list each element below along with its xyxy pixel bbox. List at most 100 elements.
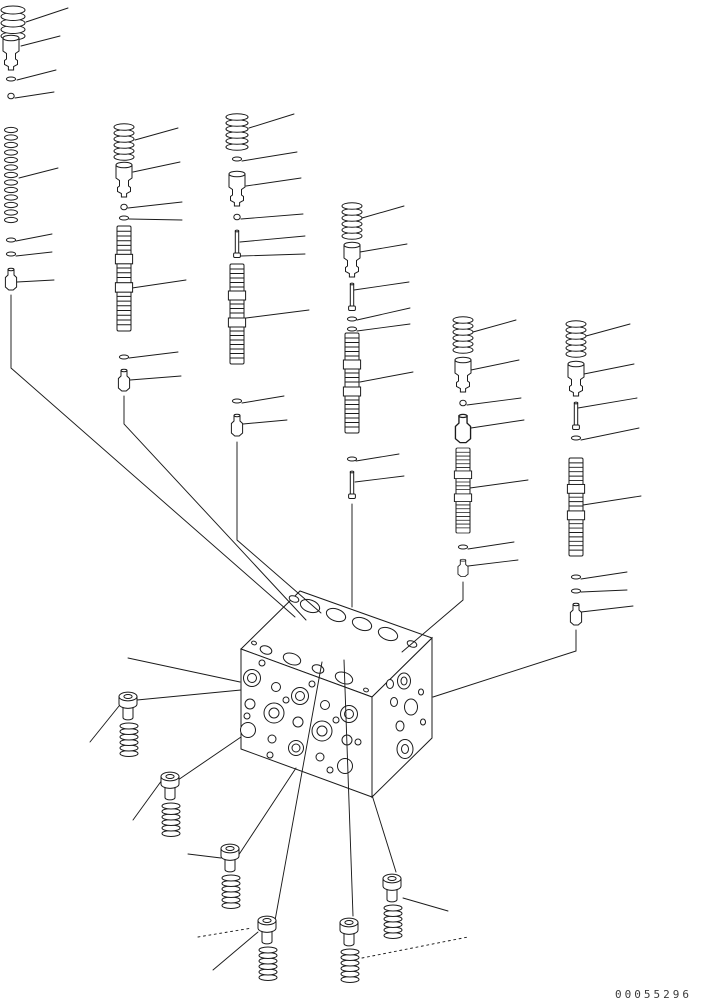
valve-plug [567, 360, 585, 397]
push-rod [348, 470, 356, 499]
bolt-axis-line [136, 689, 242, 701]
leader-line [241, 151, 298, 162]
coil-spring [225, 113, 249, 151]
mounting-bolt-6 [382, 873, 403, 939]
control-spool [566, 457, 586, 557]
valve-poppet [4, 267, 18, 291]
leader-line [402, 897, 449, 912]
seal-ring [346, 456, 358, 462]
valve-plug [115, 161, 133, 198]
seal-ring [5, 237, 17, 243]
check-ball [7, 92, 15, 100]
control-spool [227, 263, 247, 365]
spool-assembly-4 [341, 202, 363, 499]
spool-assembly-2 [113, 123, 135, 392]
valve-poppet [569, 602, 583, 626]
leader-line [577, 397, 638, 409]
leader-line [212, 931, 259, 971]
leader-line [469, 479, 529, 489]
leader-line [16, 279, 55, 283]
socket-bolt [257, 915, 277, 945]
coil-spring [340, 948, 360, 983]
leader-line [20, 35, 61, 47]
mounting-bolt-3 [220, 843, 241, 909]
leader-line [470, 359, 520, 371]
valve-body [240, 590, 433, 799]
leader-line [467, 559, 519, 567]
bolt-axis-line [177, 736, 242, 781]
leader-line [359, 371, 414, 383]
coil-spring [161, 802, 181, 837]
leader-line [18, 167, 59, 179]
leader-line [354, 475, 405, 483]
leader-line [132, 779, 163, 821]
leader-line [580, 605, 634, 613]
leader-line [245, 309, 310, 319]
check-ball [233, 213, 241, 221]
leader-line [187, 853, 222, 859]
push-rod [348, 282, 356, 311]
seal-ring [346, 326, 358, 332]
bolt-axis-line [237, 767, 297, 857]
leader-line [240, 253, 306, 257]
mounting-bolt-5 [339, 917, 360, 983]
leader-line [580, 427, 640, 441]
seal-ring [570, 574, 582, 580]
seal-ring [570, 435, 582, 441]
leader-line-dashed [197, 927, 253, 938]
leader-line [580, 571, 628, 580]
leader-line [131, 279, 187, 289]
control-spool [453, 447, 473, 534]
axis-line [401, 581, 464, 653]
spool-assembly-5 [452, 316, 474, 578]
check-ball [459, 399, 467, 407]
leader-line [470, 419, 525, 429]
leader-line [241, 395, 285, 404]
push-rod [233, 229, 241, 258]
valve-body-front-ports [240, 659, 362, 774]
bolt-axis-line [343, 659, 354, 917]
coil-spring [119, 722, 139, 757]
coil-spring [113, 123, 135, 161]
seal-ring [231, 398, 243, 404]
mounting-bolt-1 [118, 691, 139, 757]
valve-plug [2, 34, 20, 71]
assembly-axis-lines [10, 294, 577, 927]
valve-poppet [454, 413, 472, 444]
socket-bolt [220, 843, 240, 873]
leader-line [14, 91, 55, 99]
leader-line [15, 233, 53, 242]
valve-plug [454, 356, 472, 393]
leader-line [361, 205, 405, 219]
leader-line [128, 351, 179, 359]
coil-spring [341, 202, 363, 240]
leader-line [248, 113, 295, 129]
seal-ring [5, 251, 17, 257]
spool-assembly-3 [225, 113, 249, 437]
coil-spring [221, 874, 241, 909]
leader-line [134, 127, 179, 141]
coil-spring [383, 904, 403, 939]
coil-spring [452, 316, 474, 354]
control-spool [114, 225, 134, 332]
valve-body-right-face [371, 636, 433, 799]
valve-poppet [457, 558, 469, 578]
leader-line [353, 281, 410, 291]
socket-bolt [382, 873, 402, 903]
leader-line [89, 705, 120, 743]
seal-ring [5, 76, 17, 82]
leader-line [242, 419, 288, 425]
leader-line [583, 363, 635, 375]
valve-poppet [230, 413, 244, 437]
axis-line [236, 441, 322, 614]
leader-line [129, 375, 182, 381]
leader-line [127, 657, 241, 683]
leader-line [467, 541, 515, 550]
leader-line [245, 177, 302, 187]
leader-line [25, 7, 69, 23]
long-coil-spring [4, 126, 18, 224]
seal-ring [346, 316, 358, 322]
leader-line [355, 453, 400, 462]
leader-line [356, 307, 411, 321]
